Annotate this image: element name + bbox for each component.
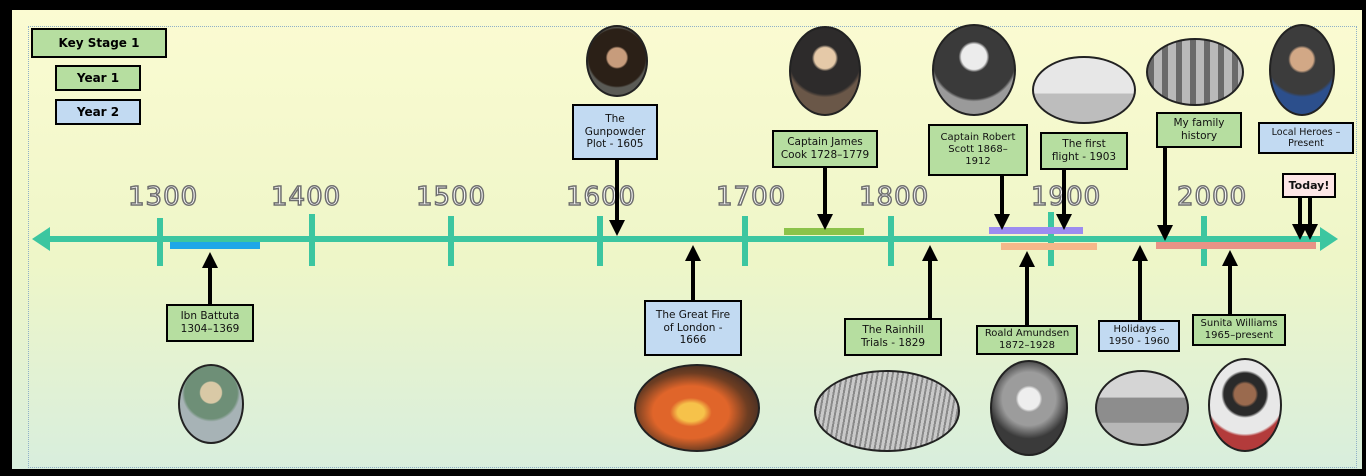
legend-key-stage-label: Key Stage 1 bbox=[58, 36, 140, 50]
photo-first-flight bbox=[1032, 56, 1136, 124]
portrait-robert-scott bbox=[932, 24, 1016, 116]
bar-captain-scott bbox=[989, 227, 1083, 234]
portrait-ibn-battuta bbox=[178, 364, 244, 444]
legend-year1-label: Year 1 bbox=[76, 71, 120, 85]
year-label-1500: 1500 bbox=[415, 181, 487, 213]
painting-great-fire bbox=[634, 364, 760, 452]
event-captain-cook: Captain James Cook 1728–1779 bbox=[772, 130, 878, 168]
bar-family-history bbox=[1156, 242, 1316, 249]
event-holidays: Holidays – 1950 - 1960 bbox=[1098, 320, 1180, 352]
timeline-graphics bbox=[32, 148, 1338, 325]
event-first-flight: The first flight - 1903 bbox=[1040, 132, 1128, 170]
legend-year1: Year 1 bbox=[55, 65, 141, 91]
bar-amundsen bbox=[1001, 243, 1097, 250]
event-captain-scott: Captain Robert Scott 1868– 1912 bbox=[928, 124, 1028, 176]
event-local-heroes: Local Heroes – Present bbox=[1258, 122, 1354, 154]
year-label-1700: 1700 bbox=[715, 181, 787, 213]
portrait-roald-amundsen bbox=[990, 360, 1068, 456]
legend-year2: Year 2 bbox=[55, 99, 141, 125]
photo-holidays-seaside bbox=[1095, 370, 1189, 446]
event-today: Today! bbox=[1282, 173, 1336, 198]
portrait-sunita-williams bbox=[1208, 358, 1282, 452]
portrait-guy-fawkes bbox=[586, 25, 648, 97]
timeline-axis bbox=[32, 227, 1338, 251]
axis-ticks bbox=[157, 212, 1207, 266]
timeline-slide: Key Stage 1 Year 1 Year 2 1300 1400 1500… bbox=[12, 10, 1362, 469]
legend-key-stage: Key Stage 1 bbox=[31, 28, 167, 58]
event-ibn-battuta: Ibn Battuta 1304–1369 bbox=[166, 304, 254, 342]
bar-captain-cook bbox=[784, 228, 864, 235]
year-label-1300: 1300 bbox=[127, 181, 199, 213]
year-label-2000: 2000 bbox=[1176, 181, 1248, 213]
legend-year2-label: Year 2 bbox=[76, 105, 120, 119]
engraving-rainhill-trials bbox=[814, 370, 960, 452]
year-label-1800: 1800 bbox=[858, 181, 930, 213]
portrait-local-hero bbox=[1269, 24, 1335, 116]
photo-family-history bbox=[1146, 38, 1244, 106]
year-label-1600: 1600 bbox=[565, 181, 637, 213]
lifespan-bars bbox=[170, 227, 1316, 250]
event-arrows bbox=[202, 148, 1318, 325]
event-gunpowder-plot: The Gunpowder Plot - 1605 bbox=[572, 104, 658, 160]
event-rainhill-trials: The Rainhill Trials - 1829 bbox=[844, 318, 942, 356]
event-great-fire: The Great Fire of London - 1666 bbox=[644, 300, 742, 356]
portrait-captain-cook bbox=[789, 26, 861, 116]
bar-ibn-battuta bbox=[170, 242, 260, 249]
event-family-history: My family history bbox=[1156, 112, 1242, 148]
event-sunita-williams: Sunita Williams 1965–present bbox=[1192, 314, 1286, 346]
event-roald-amundsen: Roald Amundsen 1872–1928 bbox=[976, 325, 1078, 355]
year-label-1400: 1400 bbox=[270, 181, 342, 213]
slide-border bbox=[28, 26, 1357, 468]
